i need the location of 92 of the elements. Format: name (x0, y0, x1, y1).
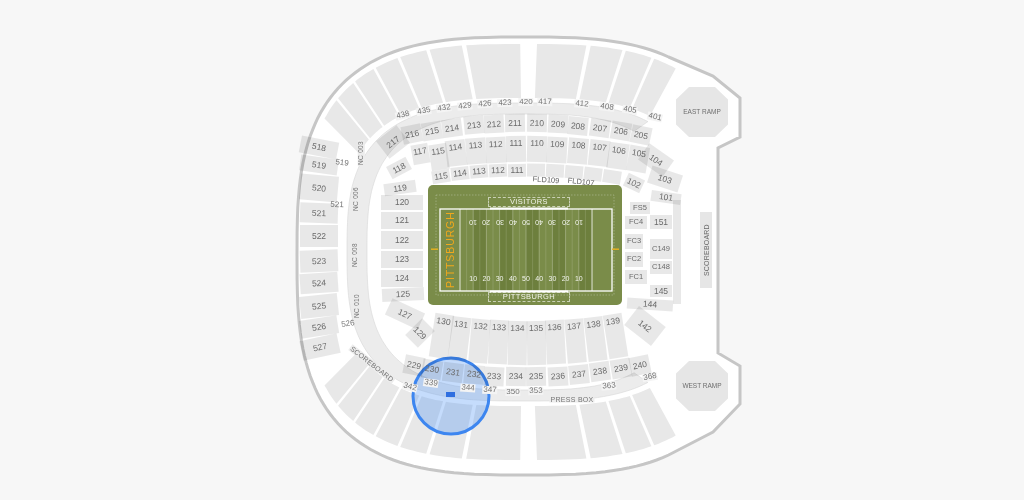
seating-section: 138 (583, 315, 607, 362)
seating-section: 102 (622, 172, 646, 194)
seating-section: 120 (381, 194, 423, 210)
seating-section: 522 (300, 225, 338, 247)
section-number: 521 (330, 200, 344, 210)
seating-section: 115 (431, 168, 451, 185)
section-number: 363 (601, 381, 617, 391)
seating-section: 213 (463, 115, 485, 136)
section-number: 347 (482, 385, 498, 395)
seating-section: 112 (488, 163, 508, 178)
seating-section: 129 (405, 318, 435, 348)
section-number: 420 (518, 98, 534, 106)
seating-section: 233 (483, 366, 505, 387)
seating-section: 114 (450, 166, 470, 182)
seating-section: 101 (650, 189, 682, 205)
seating-section: 117 (409, 142, 431, 166)
seating-section: 525 (298, 293, 340, 319)
seating-section: 524 (299, 271, 339, 295)
seating-section: 115 (428, 142, 450, 171)
seating-section: 137 (563, 318, 587, 364)
seating-section: 112 (485, 136, 507, 164)
section-number: 408 (598, 101, 616, 113)
seating-section: 106 (606, 141, 630, 171)
seating-section: 239 (609, 357, 633, 380)
seating-section: 111 (505, 135, 527, 163)
seating-section: 212 (483, 114, 505, 134)
section-number: 423 (497, 98, 513, 108)
section-number: 429 (456, 101, 474, 111)
seating-section: 229 (402, 354, 426, 378)
seating-section: 205 (629, 124, 653, 146)
seating-section: 108 (566, 137, 590, 165)
seating-section: 133 (487, 319, 509, 365)
seating-section: 527 (299, 333, 341, 361)
section-number: 342 (401, 381, 419, 393)
seating-section: 135 (526, 320, 546, 366)
section-number: 417 (537, 97, 553, 107)
seating-section: 142 (624, 306, 666, 346)
seating-section: 109 (546, 136, 568, 164)
seating-section: 124 (381, 269, 423, 287)
seating-section: 132 (467, 318, 491, 364)
section-number: 412 (574, 99, 590, 109)
section-number: 344 (460, 383, 476, 393)
seating-section: 144 (626, 296, 674, 312)
seating-section: 122 (381, 231, 423, 249)
seating-section: 111 (507, 163, 527, 177)
seating-section: 231 (441, 361, 465, 384)
section-number: 435 (415, 105, 433, 117)
seating-section: 214 (440, 117, 464, 138)
seating-section: 208 (567, 115, 589, 136)
seating-section: 113 (465, 137, 487, 165)
seating-section: 518 (298, 135, 340, 159)
seating-section: 123 (381, 250, 423, 268)
seating-section: 118 (386, 156, 412, 180)
seating-section: 125 (381, 286, 425, 302)
seating-section: 232 (463, 364, 485, 385)
seating-section: 211 (504, 113, 526, 133)
seating-section: 234 (505, 367, 527, 387)
seating-section: 236 (547, 365, 569, 387)
seating-section: 209 (547, 114, 569, 134)
seating-section: 210 (526, 113, 548, 133)
section-number: 438 (394, 109, 412, 121)
seating-section: 119 (383, 179, 417, 197)
seating-section: 235 (525, 367, 547, 387)
section-number: 405 (621, 104, 639, 116)
seating-section: 134 (507, 320, 527, 366)
seating-section: 238 (588, 361, 612, 383)
section-number: 353 (528, 386, 544, 396)
section-number: 526 (340, 319, 356, 329)
section-number: 401 (646, 111, 664, 123)
section-number: 350 (505, 388, 521, 396)
seating-section: 215 (420, 120, 444, 142)
seating-section: 114 (444, 138, 468, 167)
seating-section: 121 (381, 211, 423, 229)
seating-section: 113 (469, 164, 489, 180)
seating-section: 139 (602, 312, 628, 360)
seating-section: 523 (299, 249, 339, 273)
seating-section: 136 (544, 319, 566, 365)
seating-section: 216 (400, 123, 424, 146)
section-number: 426 (477, 99, 493, 109)
section-number: 432 (435, 102, 453, 114)
seating-section: 110 (526, 135, 548, 163)
section-number: 368 (641, 371, 659, 383)
seating-section: 526 (298, 315, 340, 339)
seating-section: 130 (428, 313, 454, 360)
section-number: 339 (422, 377, 440, 389)
seating-section: 206 (609, 120, 633, 142)
seating-section: 145 (650, 285, 672, 297)
seating-section: 207 (588, 117, 612, 139)
seating-section: 151 (650, 215, 672, 229)
seating-section: 107 (587, 139, 611, 168)
seating-section: 237 (568, 363, 590, 385)
seating-section: 103 (647, 165, 683, 193)
